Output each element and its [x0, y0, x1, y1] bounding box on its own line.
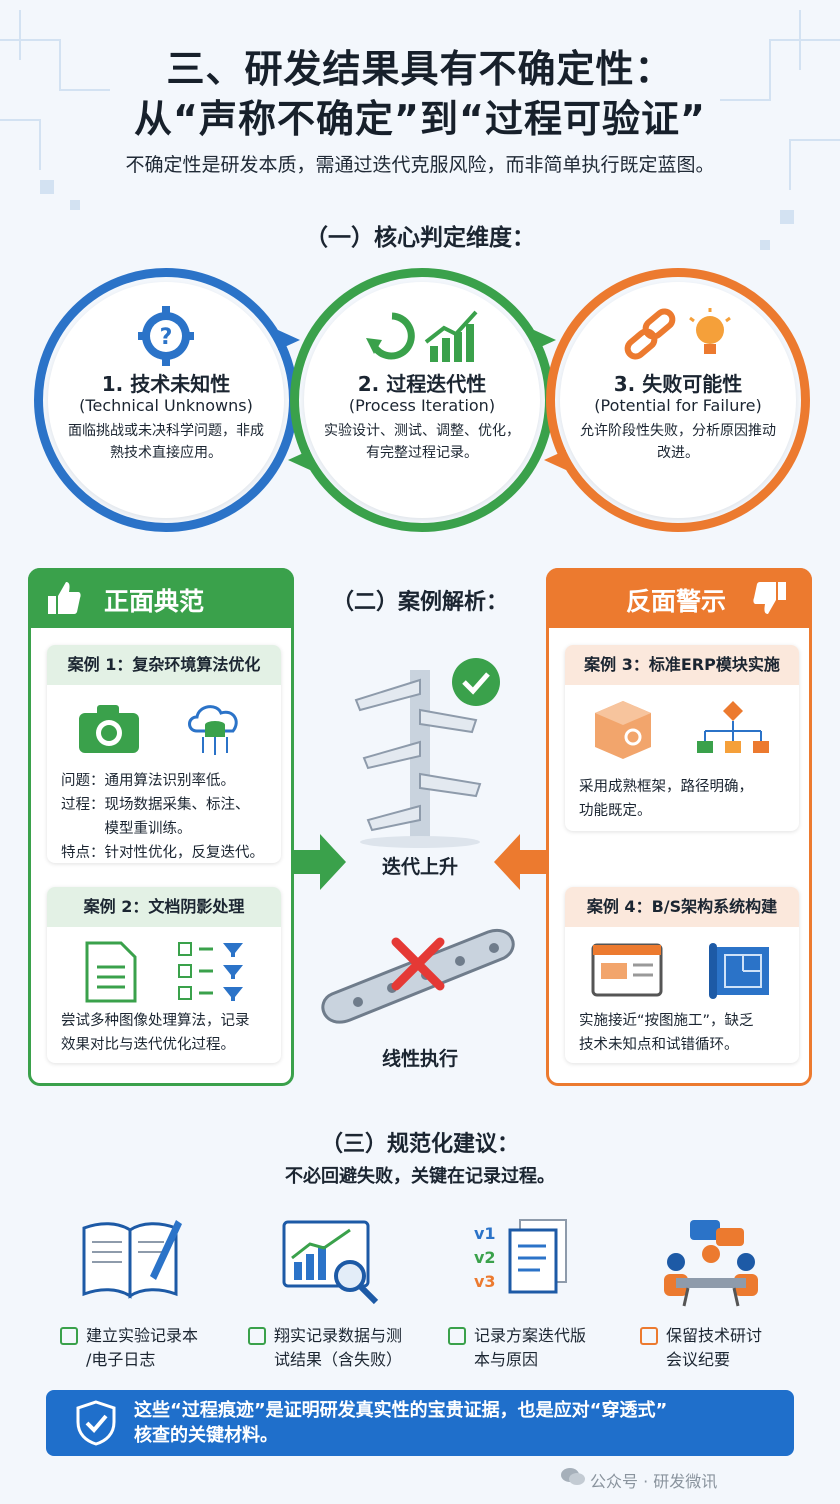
dimension-potential-failure: 3. 失败可能性 (Potential for Failure) 允许阶段性失败… — [546, 268, 810, 532]
dimension-title: 3. 失败可能性 — [613, 372, 743, 396]
page-subtitle: 不确定性是研发本质，需通过迭代克服风险，而非简单执行既定蓝图。 — [125, 154, 715, 176]
case-line: 特点：针对性优化，反复迭代。 — [61, 845, 264, 861]
suggestion-line: 翔实记录数据与测 — [274, 1326, 403, 1345]
thumbs-up-icon — [48, 582, 81, 614]
case-card-3: 案例 3：标准ERP模块实施 采用成熟框架，路径明确， 功能既定。 — [565, 645, 799, 831]
case-line: 尝试多种图像处理算法，记录 — [61, 1013, 250, 1029]
checkbox-icon — [60, 1327, 78, 1345]
case-line: 效果对比与迭代优化过程。 — [61, 1037, 235, 1053]
positive-panel: 正面典范 案例 1：复杂环境算法优化 问题：通用算法识别率低。 过程：现场数据采… — [28, 568, 294, 1086]
suggestion-line: 记录方案迭代版 — [474, 1326, 587, 1345]
suggestion-line: 会议纪要 — [666, 1350, 731, 1369]
version-label: v3 — [474, 1272, 496, 1291]
version-label: v1 — [474, 1224, 496, 1243]
camera-icon — [79, 705, 139, 753]
case-title: 案例 3：标准ERP模块实施 — [565, 645, 799, 685]
suggestion-line: 试结果（含失败） — [274, 1350, 403, 1369]
dimension-subtitle: (Technical Unknowns) — [79, 396, 253, 415]
checklist-filter-icon — [178, 942, 243, 1001]
case-title: 案例 2：文档阴影处理 — [47, 887, 281, 927]
case-line: 技术未知点和试错循环。 — [579, 1037, 739, 1053]
flowchart-icon — [697, 701, 769, 753]
section1-heading: （一）核心判定维度： — [305, 225, 535, 251]
dimension-description: 允许阶段性失败，分析原因推动改进。 — [580, 423, 776, 461]
dimension-technical-unknowns: ? 1. 技术未知性 (Technical Unknowns) 面临挑战或未决科… — [34, 268, 298, 532]
case-title: 案例 1：复杂环境算法优化 — [47, 645, 281, 685]
section3-heading: （三）规范化建议： — [320, 1132, 519, 1157]
linear-execution-label: 线性执行 — [381, 1048, 458, 1070]
case-line: 问题：通用算法识别率低。 — [61, 773, 235, 789]
conveyor-belt-illustration — [321, 928, 515, 1024]
negative-panel-label: 反面警示 — [626, 587, 727, 616]
case-line: 模型重训练。 — [61, 821, 192, 837]
document-icon — [85, 941, 137, 1003]
case-card-4: 案例 4：B/S架构系统构建 实施接近“按图施工”，缺乏 技术未知点和试错循环。 — [565, 887, 799, 1063]
case-line: 功能既定。 — [579, 803, 652, 819]
positive-panel-header: 正面典范 — [28, 568, 294, 628]
checkbox-icon — [448, 1327, 466, 1345]
thumbs-down-icon — [753, 582, 786, 614]
suggestion-line: /电子日志 — [86, 1350, 156, 1369]
section2-heading: （二）案例解析： — [331, 590, 508, 615]
blueprint-icon — [709, 943, 769, 999]
wechat-icon — [561, 1468, 585, 1485]
footer-account: 公众号 · 研发微讯 — [590, 1472, 718, 1491]
case-card-1: 案例 1：复杂环境算法优化 问题：通用算法识别率低。 过程：现场数据采集、标注、… — [47, 645, 281, 863]
circle-connector-arrows — [278, 330, 310, 470]
box-gear-icon — [595, 701, 651, 759]
case-line: 采用成熟框架，路径明确， — [579, 779, 753, 795]
cycle-growth-icon — [366, 310, 478, 362]
page-title-line1: 三、研发结果具有不确定性： — [166, 47, 674, 91]
circle-connector-arrows — [534, 330, 566, 470]
dimension-description: 面临挑战或未决科学问题，非成熟技术直接应用。 — [68, 423, 264, 461]
suggestion-line: 建立实验记录本 — [86, 1326, 199, 1345]
positive-panel-label: 正面典范 — [104, 587, 205, 616]
checkbox-icon — [248, 1327, 266, 1345]
version-label: v2 — [474, 1248, 496, 1267]
dimension-subtitle: (Potential for Failure) — [594, 396, 762, 415]
spiral-staircase-illustration — [354, 658, 500, 848]
checkbox-icon — [640, 1327, 658, 1345]
banner-line: 核查的关键材料。 — [134, 1425, 278, 1446]
negative-panel-header: 反面警示 — [546, 568, 812, 628]
suggestion-line: 保留技术研讨 — [666, 1326, 763, 1345]
cloud-database-icon — [188, 705, 238, 755]
evidence-banner: 这些“过程痕迹”是证明研发真实性的宝贵证据，也是应对“穿透式” 核查的关键材料。 — [46, 1390, 794, 1456]
dimension-process-iteration: 2. 过程迭代性 (Process Iteration) 实验设计、测试、调整、… — [290, 268, 554, 532]
broken-chain-lightbulb-icon — [624, 308, 731, 360]
negative-panel: 反面警示 案例 3：标准ERP模块实施 采用成熟框架，路径明确， 功能既定。 案… — [546, 568, 812, 1086]
dimension-subtitle: (Process Iteration) — [348, 396, 496, 415]
case-line: 过程：现场数据采集、标注、 — [61, 797, 250, 813]
browser-window-icon — [591, 943, 663, 997]
svg-text:?: ? — [160, 325, 173, 350]
notebook-pen-icon — [82, 1220, 182, 1299]
right-arrow-icon — [294, 834, 346, 890]
dimension-description: 实验设计、测试、调整、优化，有完整过程记录。 — [324, 423, 520, 461]
case-title: 案例 4：B/S架构系统构建 — [565, 887, 799, 927]
stacked-documents-icon — [508, 1219, 567, 1294]
dimension-title: 1. 技术未知性 — [101, 372, 231, 396]
gear-question-icon: ? — [138, 306, 194, 366]
chart-magnifier-icon — [282, 1220, 379, 1305]
dimension-title: 2. 过程迭代性 — [357, 372, 487, 396]
iteration-up-label: 迭代上升 — [381, 856, 458, 878]
suggestion-line: 本与原因 — [474, 1350, 539, 1369]
shield-check-icon — [76, 1400, 116, 1446]
case-line: 实施接近“按图施工”，缺乏 — [579, 1013, 754, 1029]
section3-subheading: 不必回避失败，关键在记录过程。 — [285, 1166, 555, 1187]
page-title-line2: 从“声称不确定”到“过程可验证” — [134, 97, 706, 141]
case-card-2: 案例 2：文档阴影处理 尝试多种图像处理算法，记录 效果对比与迭代优化过程。 — [47, 887, 281, 1063]
banner-line: 这些“过程痕迹”是证明研发真实性的宝贵证据，也是应对“穿透式” — [134, 1400, 668, 1421]
left-arrow-icon — [494, 834, 546, 890]
meeting-discussion-icon — [664, 1220, 758, 1307]
